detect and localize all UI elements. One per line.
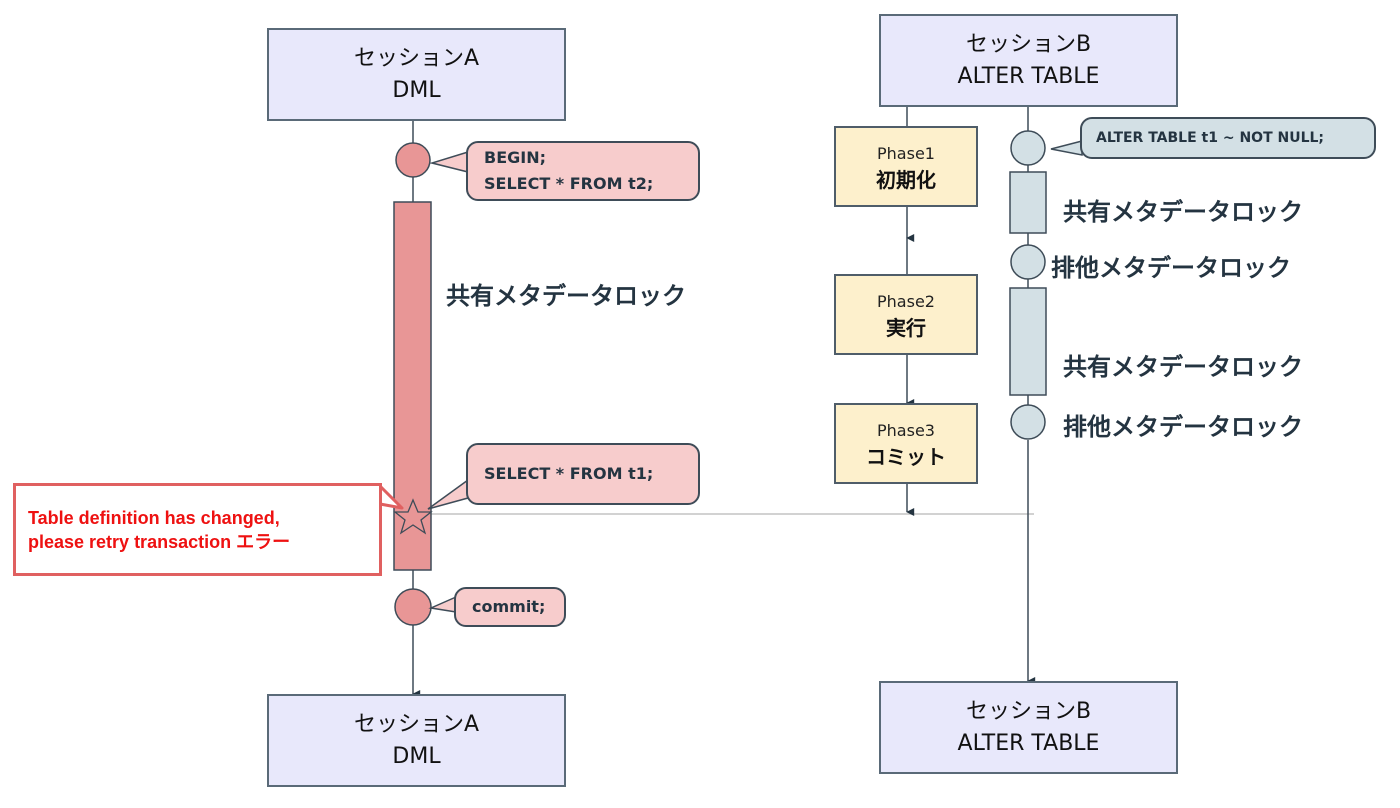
- callout-begin: BEGIN; SELECT * FROM t2;: [466, 141, 700, 201]
- phase-box-3: Phase3 コミット: [834, 403, 978, 484]
- callout-alter-table: ALTER TABLE t1 ~ NOT NULL;: [1080, 117, 1376, 159]
- session-b-title: セッションB: [965, 31, 1092, 57]
- callout-tail: [1050, 140, 1083, 156]
- session-b-bottom-box: セッションB ALTER TABLE: [879, 681, 1178, 774]
- session-a-begin-event: [395, 142, 431, 178]
- session-a-top-box: セッションA DML: [267, 28, 566, 121]
- callout-tail: [429, 150, 469, 173]
- phase-name: Phase1: [877, 143, 935, 163]
- session-b-lock-label: 共有メタデータロック: [1063, 198, 1303, 226]
- error-message-line: please retry transaction エラー: [28, 531, 291, 552]
- phase-name: Phase3: [877, 420, 935, 440]
- error-message-line: Table definition has changed,: [28, 507, 280, 528]
- phase-description: 実行: [886, 315, 926, 340]
- session-a-shared-lock-label: 共有メタデータロック: [446, 282, 686, 310]
- session-b-lock-label: 排他メタデータロック: [1051, 254, 1291, 282]
- session-b-type: ALTER TABLE: [957, 63, 1100, 89]
- phase-box-2: Phase2 実行: [834, 274, 978, 355]
- callout-tail: [428, 595, 457, 613]
- session-b-lock-label: 排他メタデータロック: [1063, 413, 1303, 441]
- error-star-icon: [393, 498, 433, 535]
- session-a-shared-lock-bar: [393, 201, 432, 571]
- callout-tail: [427, 478, 469, 510]
- session-b-type: ALTER TABLE: [957, 730, 1100, 756]
- callout-commit: commit;: [454, 587, 566, 627]
- callout-line: SELECT * FROM t1;: [484, 464, 654, 483]
- session-b-alter-event: [1010, 130, 1046, 166]
- session-b-shared-lock-bar: [1009, 171, 1047, 234]
- session-a-type: DML: [392, 743, 441, 769]
- session-a-commit-event: [394, 588, 432, 626]
- callout-line: BEGIN;: [484, 148, 546, 167]
- phase-box-1: Phase1 初期化: [834, 126, 978, 207]
- session-b-exclusive-lock-event: [1010, 404, 1046, 440]
- session-a-title: セッションA: [353, 45, 480, 71]
- callout-line: commit;: [472, 597, 546, 616]
- error-callout: Table definition has changed, please ret…: [13, 483, 382, 576]
- session-b-title: セッションB: [965, 698, 1092, 724]
- session-b-top-box: セッションB ALTER TABLE: [879, 14, 1178, 107]
- phase-description: コミット: [866, 444, 946, 469]
- phase-name: Phase2: [877, 291, 935, 311]
- session-b-shared-lock-bar: [1009, 287, 1047, 396]
- phase-description: 初期化: [876, 167, 936, 192]
- callout-select-t1: SELECT * FROM t1;: [466, 443, 700, 505]
- session-a-bottom-box: セッションA DML: [267, 694, 566, 787]
- session-a-title: セッションA: [353, 711, 480, 737]
- session-a-type: DML: [392, 77, 441, 103]
- session-b-lock-label: 共有メタデータロック: [1063, 353, 1303, 381]
- session-b-exclusive-lock-event: [1010, 244, 1046, 280]
- callout-line: SELECT * FROM t2;: [484, 174, 654, 193]
